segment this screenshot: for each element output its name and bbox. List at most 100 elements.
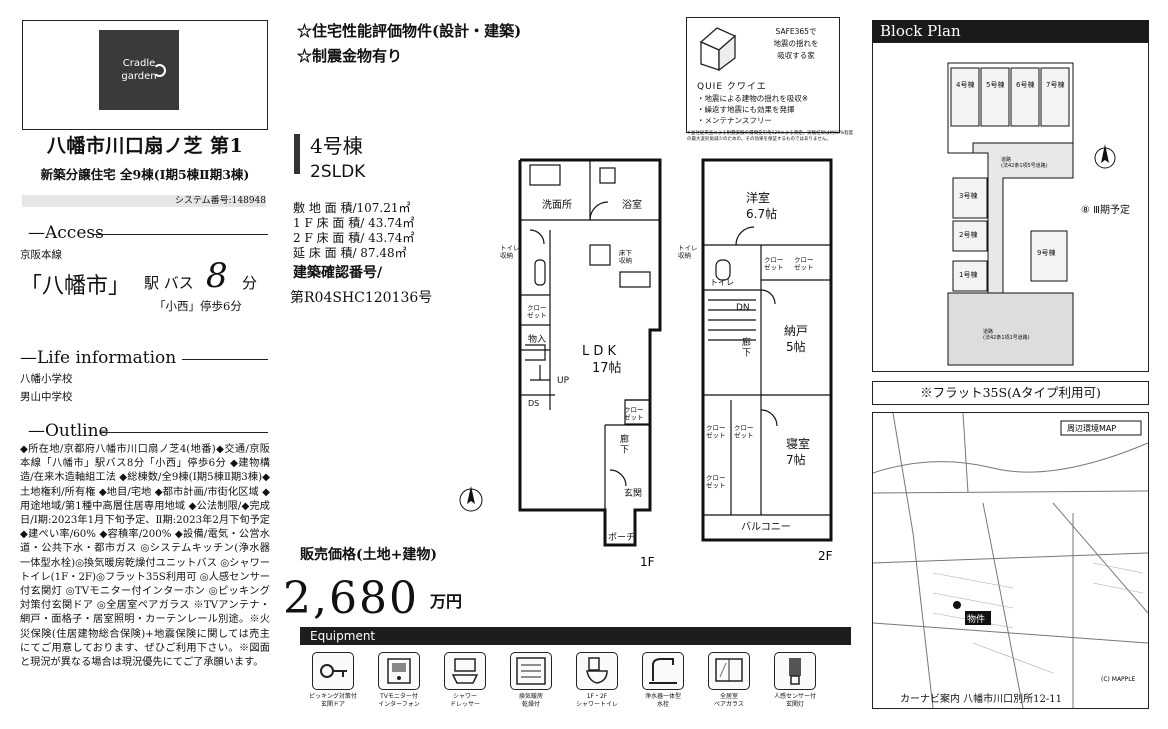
- room-ldk: L D K: [582, 344, 617, 359]
- crescent-icon: [153, 64, 166, 77]
- room-bath: 浴室: [622, 198, 642, 211]
- block-plan-map: 4号棟 5号棟 6号棟 7号棟 3号棟 2号棟 1号棟 9号棟 道路(法42条1…: [947, 62, 1130, 366]
- bus-stop: 「小西」停歩6分: [154, 299, 242, 313]
- logo-frame: [22, 20, 268, 130]
- compass-icon: [459, 486, 483, 512]
- outline-heading: —Outline: [28, 421, 109, 441]
- equip-item: 換気暖房乾燥付: [498, 652, 564, 709]
- lot-4: 4号棟: [956, 80, 974, 89]
- room-closet-2f-d: クローゼット: [734, 424, 754, 439]
- property-subtitle: 新築分譲住宅 全9棟(Ⅰ期5棟Ⅱ期3棟): [40, 167, 250, 182]
- room-closet-2f-c: クローゼット: [706, 424, 726, 439]
- lot-3: 3号棟: [959, 191, 977, 200]
- area-1f: 1 F 床 面 積/ 43.74㎡: [293, 216, 415, 230]
- map-site-label: 物件: [967, 613, 985, 625]
- safe365-point2: ・繰返す地震にも効果を発揮: [697, 105, 795, 114]
- divider: [182, 359, 268, 360]
- building-confirm-label: 建築確認番号/: [293, 265, 383, 281]
- station-name: 「八幡市」: [20, 274, 131, 299]
- map-copyright: (C) MAPPLE: [1101, 676, 1136, 683]
- unit-marker: [294, 134, 300, 174]
- price-label: 販売価格(土地+建物): [300, 547, 437, 563]
- faucet-icon: [642, 652, 684, 690]
- safe365-point1: ・地震による建物の揺れを吸収※: [697, 94, 809, 103]
- unit-layout: 2SLDK: [310, 162, 366, 182]
- room-closet-2f-b: クローゼット: [794, 256, 814, 271]
- life-heading: —Life information: [20, 348, 177, 368]
- equip-label: ピッキング対策付玄関ドア: [309, 693, 357, 708]
- price-value: 2,680: [283, 573, 419, 624]
- access-heading: —Access: [28, 223, 104, 243]
- bus-unit: 分: [242, 274, 258, 292]
- equip-item: 浄水器一体型水栓: [630, 652, 696, 709]
- lot-5: 5号棟: [986, 80, 1004, 89]
- room-washroom: 洗面所: [542, 199, 572, 211]
- feature-performance: ☆住宅性能評価物件(設計・建築): [297, 22, 522, 40]
- safe365-line3: 吸収する家: [777, 51, 815, 60]
- road-private: 道路(法42条1項5号道路): [1001, 156, 1048, 169]
- lot-7: 7号棟: [1046, 80, 1064, 89]
- toilet-icon: [576, 652, 618, 690]
- room-porch: ポーチ: [608, 532, 635, 543]
- rail-line: 京阪本線: [20, 249, 62, 261]
- toilet-storage-2f: トイレ収納: [678, 244, 698, 259]
- house-icon: [699, 27, 737, 72]
- floor-label-1f: 1F: [640, 555, 655, 569]
- room-storage: 物入: [528, 333, 546, 345]
- phase3-note: ⑧ Ⅲ期予定: [1081, 203, 1130, 216]
- navi-caption: カーナビ案内 八幡市川口別所12-11: [900, 694, 1063, 705]
- unit-name: 4号棟: [310, 134, 363, 158]
- dryer-icon: [510, 652, 552, 690]
- lot-1: 1号棟: [959, 270, 977, 279]
- room-western: 洋室: [746, 190, 770, 205]
- map-legend: 周辺環境MAP: [1067, 423, 1116, 433]
- lot-2: 2号棟: [959, 230, 977, 239]
- room-bedroom: 寝室: [786, 436, 810, 451]
- bus-minutes: 8: [206, 256, 228, 296]
- safe365-footnote: ※当社従来品による耐震実験の層間変形角120による測定。実験結果は約60%程度の…: [687, 131, 854, 142]
- bus-label: 駅 バス: [144, 274, 194, 292]
- room-closet-2f-e: クローゼット: [706, 474, 726, 489]
- floorplan-2f: 洋室 6.7帖 納戸 5帖 寝室 7帖 トイレ DN 廊下 バルコニー クローゼ…: [678, 158, 833, 563]
- safe365-panel: SAFE365で 地震の揺れを 吸収する家 QUIE クワイエ ・地震による建物…: [686, 17, 840, 133]
- floorplan-1f: 洗面所 浴室 L D K 17帖 物入 UP DS 玄関 ポーチ 廊下 クローゼ…: [500, 158, 662, 569]
- property-title: 八幡市川口扇ノ芝 第1: [46, 135, 244, 157]
- room-balcony: バルコニー: [741, 521, 791, 533]
- room-hall: 廊下: [620, 433, 629, 455]
- area-total: 延 床 面 積/ 87.48㎡: [293, 246, 407, 260]
- intercom-icon: [378, 652, 420, 690]
- equip-label: 浄水器一体型水栓: [644, 693, 681, 708]
- room-hall-2f: 廊下: [742, 336, 751, 358]
- equip-label: 全居室ペアガラス: [714, 693, 744, 708]
- stairs-up: UP: [557, 376, 570, 386]
- equip-item: ピッキング対策付玄関ドア: [300, 652, 366, 709]
- block-plan-heading: Block Plan: [872, 20, 1149, 42]
- feature-damper: ☆制震金物有り: [297, 47, 403, 65]
- room-toilet: トイレ: [710, 278, 734, 287]
- lot-9: 9号棟: [1037, 248, 1055, 257]
- equip-item: シャワードレッサー: [432, 652, 498, 709]
- equip-label: TVモニター付インターフォン: [378, 693, 420, 708]
- safe365-line2: 地震の揺れを: [773, 39, 819, 48]
- flat35-note: ※フラット35S(Aタイプ利用可): [872, 381, 1149, 405]
- divider: [92, 234, 268, 235]
- key-icon: [312, 652, 354, 690]
- toilet-storage-1f: トイレ収納: [500, 244, 520, 259]
- road-public: 道路(法42条1項1号道路): [983, 328, 1030, 341]
- equip-label: 人感センサー付玄関灯: [773, 693, 816, 708]
- window-icon: [708, 652, 750, 690]
- price-unit: 万円: [430, 592, 463, 611]
- system-number: システム番号:148948: [22, 195, 266, 207]
- room-bedroom-size: 7帖: [786, 452, 806, 467]
- safe365-line1: SAFE365で: [775, 27, 817, 36]
- under-floor-storage: 床下収納: [619, 248, 633, 264]
- safe365-point3: ・メンテナンスフリー: [697, 116, 772, 125]
- room-closet-1f-b: クローゼット: [624, 406, 644, 421]
- duct-space: DS: [528, 399, 539, 408]
- dresser-icon: [444, 652, 486, 690]
- area-2f: 2 F 床 面 積/ 43.74㎡: [293, 231, 415, 245]
- equip-label: シャワードレッサー: [449, 693, 480, 708]
- room-closet-1f-a: クローゼット: [527, 304, 547, 319]
